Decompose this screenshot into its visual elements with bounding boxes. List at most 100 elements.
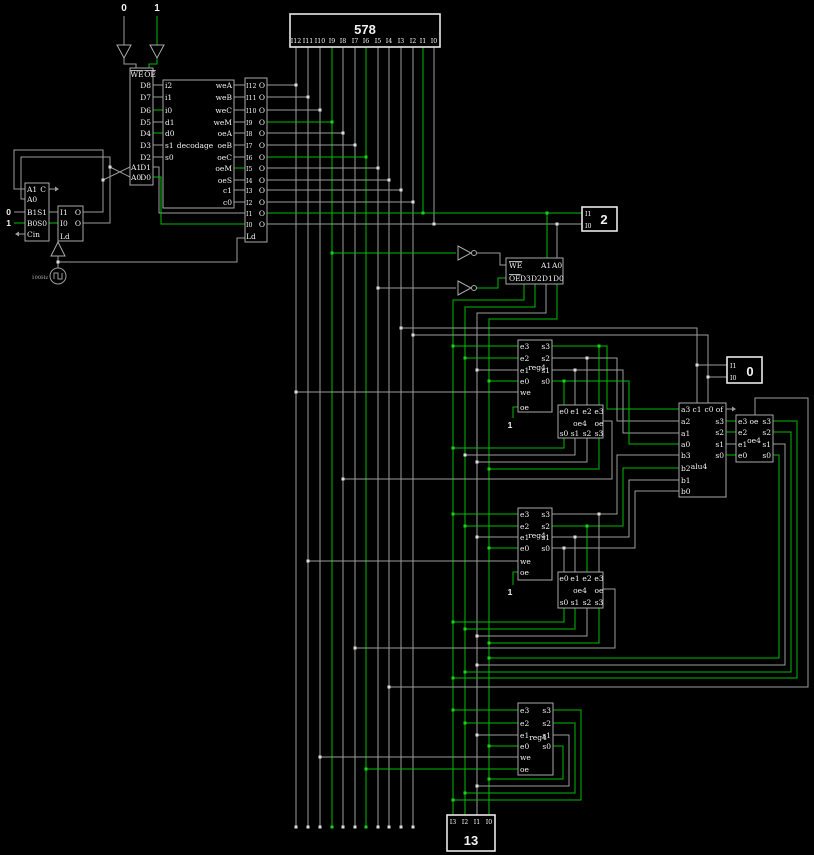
reg4-c[interactable] xyxy=(517,702,554,776)
junction-dot xyxy=(318,825,322,829)
decodage-chip[interactable] xyxy=(162,79,235,209)
rom-chip-label-a1: A1 xyxy=(130,163,141,172)
display-0-label-0: 0 xyxy=(746,364,753,379)
wire xyxy=(453,709,582,801)
pc-to-rom-a0 xyxy=(109,166,131,178)
reg4-a[interactable] xyxy=(517,339,553,413)
c0-line xyxy=(413,334,709,403)
instruction-register-label-o: O xyxy=(259,106,265,115)
alu4-chip-label-a3: a3 xyxy=(681,405,690,414)
wire xyxy=(489,454,780,659)
reg4-b-label-e3: e3 xyxy=(520,510,529,519)
buffer-down-1-icon[interactable] xyxy=(149,44,165,60)
alu4-chip-label-a2: a2 xyxy=(681,417,690,426)
junction-dot xyxy=(597,512,601,516)
junction-dot xyxy=(353,143,357,147)
clock-buffer-icon[interactable] xyxy=(50,240,66,257)
rom-chip[interactable] xyxy=(129,67,154,186)
junction-dot xyxy=(463,356,467,360)
oe4-b-label-e0: e0 xyxy=(559,574,568,583)
decodage-chip-label-d1: d1 xyxy=(165,118,175,127)
rom-chip-label-we: WE xyxy=(130,70,143,79)
alu4-chip[interactable] xyxy=(678,402,727,498)
wire xyxy=(477,438,588,463)
pc-register-label-i0: I0 xyxy=(60,219,68,228)
rom-chip-label-d2: D2 xyxy=(140,153,151,162)
decodage-chip-label-i2: i2 xyxy=(165,81,172,90)
reg4-b-label-e2: e2 xyxy=(520,522,529,531)
reg4-a-label-s3: s3 xyxy=(541,342,550,351)
alu4-chip-label-c0: c0 xyxy=(705,405,714,414)
rom-chip-label-d6: D6 xyxy=(140,106,151,115)
wire xyxy=(552,479,679,538)
wire xyxy=(477,608,588,637)
junction-dot xyxy=(451,512,455,516)
ram-chip[interactable] xyxy=(505,257,564,285)
reg4-c-label-e2: e2 xyxy=(520,719,529,728)
junction-dot xyxy=(353,825,357,829)
junction-dot xyxy=(432,222,436,226)
oe4-a-label-e1: e1 xyxy=(570,407,579,416)
oe4-b-label-e1: e1 xyxy=(570,574,579,583)
adder-const-1[interactable]: 1 xyxy=(6,218,11,228)
instruction-register[interactable] xyxy=(244,77,268,243)
adder-chip-label-b1: B1 xyxy=(27,208,37,217)
oeA-line xyxy=(343,420,613,480)
oe4-a-label-s3: s3 xyxy=(595,429,604,438)
input-1[interactable]: 1 xyxy=(154,3,160,14)
junction-dot xyxy=(341,477,345,481)
oe4-a-label-e2: e2 xyxy=(582,407,591,416)
display-13[interactable] xyxy=(446,814,496,852)
display-0[interactable] xyxy=(726,356,763,384)
display-2[interactable] xyxy=(581,206,618,232)
wire xyxy=(465,608,576,630)
adder-chip[interactable] xyxy=(24,182,50,242)
rom-chip-label-d1: D1 xyxy=(140,163,151,172)
instruction-register-label-o: O xyxy=(259,141,265,150)
junction-dot xyxy=(463,791,467,795)
decodage-chip-label-c0: c0 xyxy=(223,198,232,207)
reg4-c-label-oe: oe xyxy=(520,765,530,774)
oe4-b[interactable] xyxy=(557,571,604,609)
junction-dot xyxy=(451,344,455,348)
decodage-chip-label-wec: weC xyxy=(215,106,232,115)
carry-in-arrow-head-icon xyxy=(15,231,19,237)
instruction-register-label-ld: Ld xyxy=(246,232,256,241)
display-0-label-i1: I1 xyxy=(730,363,737,370)
alu4-chip-label-a1: a1 xyxy=(681,429,690,438)
decodage-chip-label-s0: s0 xyxy=(165,153,174,162)
adder-const-0[interactable]: 0 xyxy=(6,207,11,217)
display-578[interactable] xyxy=(289,13,441,48)
junction-dot xyxy=(399,326,403,330)
oe4-result-label-s1: s1 xyxy=(762,440,771,449)
junction-dot xyxy=(463,524,467,528)
oe4-a[interactable] xyxy=(557,404,604,439)
oe4-result[interactable] xyxy=(735,414,774,463)
oe4-result-label-s2: s2 xyxy=(762,428,771,437)
regB-oe-const xyxy=(512,571,518,585)
regB-oe-const-label: 1 xyxy=(508,587,513,597)
junction-dot xyxy=(562,546,566,550)
pc-register[interactable] xyxy=(57,205,84,242)
junction-dot xyxy=(376,166,380,170)
instruction-register-label-i8: I8 xyxy=(246,131,253,138)
junction-dot xyxy=(399,188,403,192)
input-0[interactable]: 0 xyxy=(121,3,127,14)
display-578-label-i7: I7 xyxy=(352,38,359,45)
oe4-result-label-e0: e0 xyxy=(738,451,747,460)
inverter-oe-ram-icon[interactable] xyxy=(457,280,473,296)
junction-dot xyxy=(294,83,298,87)
buffer-down-0-icon[interactable] xyxy=(116,44,132,60)
junction-dot xyxy=(101,178,105,182)
oe4-b-label-e2: e2 xyxy=(582,574,591,583)
junction-dot xyxy=(306,825,310,829)
inverter-we-ram-icon[interactable] xyxy=(457,245,473,261)
instruction-register-label-i3: I3 xyxy=(246,188,253,195)
display-13-label-i1: I1 xyxy=(474,819,481,826)
oe4-result-label-e1: e1 xyxy=(738,440,747,449)
decodage-chip-label-d0: d0 xyxy=(165,129,175,138)
inverter-oe-ram-bubble-icon xyxy=(471,285,477,291)
clock-generator-icon[interactable] xyxy=(49,267,67,285)
display-2-label-2: 2 xyxy=(600,212,607,227)
reg4-b[interactable] xyxy=(517,507,553,581)
